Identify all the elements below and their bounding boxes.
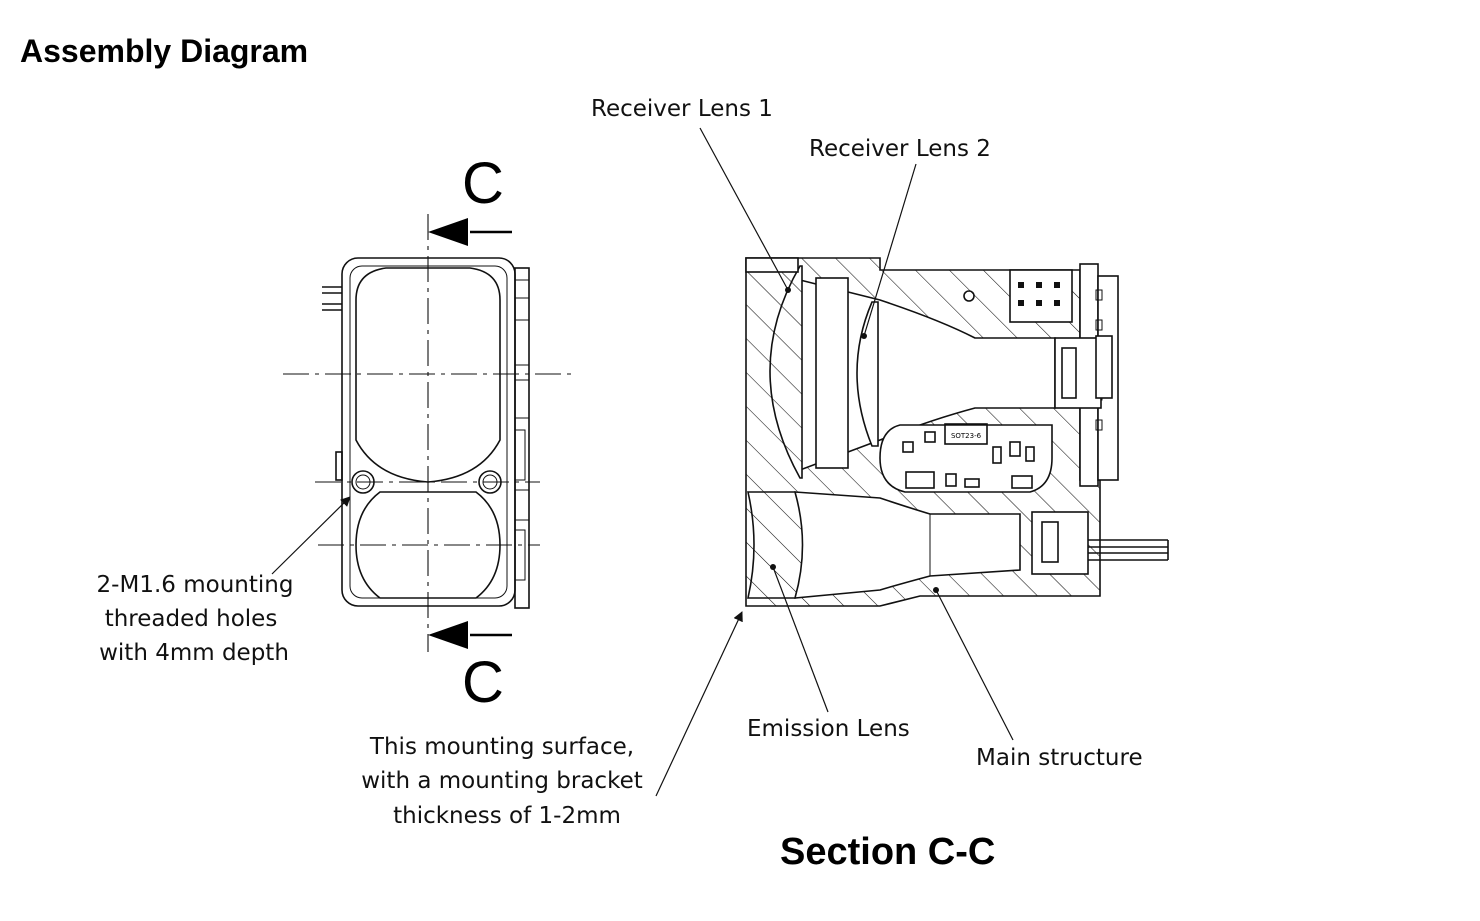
chip-marking: SOT23-6 [951,432,982,440]
leader-receiver-lens-1 [699,127,789,291]
section-view: SOT23-6 [745,257,1169,607]
rear-pcb-part [1095,419,1103,431]
emission-lens [746,491,804,599]
connector-pin [1036,300,1042,306]
leader-mounting-holes [271,496,351,575]
label-mounting-holes-line-2: threaded holes [105,606,278,632]
leader-dot [770,564,776,570]
pcb-component [514,379,530,419]
lens-1-frame [745,257,799,273]
leader-dot [861,333,867,339]
pcb-part [1009,441,1021,457]
pcb-component [514,529,526,581]
section-arrow-bottom-head [428,621,468,649]
rear-clip [1095,335,1113,399]
leader-lines [271,127,1014,797]
annotations: Receiver Lens 1 Receiver Lens 2 Emission… [97,96,1143,829]
leader-dot [785,287,791,293]
pcb-part [1025,446,1035,462]
section-marker-bottom: C [462,650,504,715]
label-mounting-surface-line-3: thickness of 1-2mm [393,803,621,829]
section-marker-top: C [462,151,504,216]
label-mounting-holes-line-3: with 4mm depth [99,640,289,666]
label-main-structure: Main structure [976,745,1143,771]
pcb-component [514,279,530,299]
pcb-pocket [879,424,1053,493]
connector-pin [1036,282,1042,288]
label-mounting-surface-line-2: with a mounting bracket [361,768,643,794]
section-arrow-top-head [428,218,468,246]
pcb-edge [514,267,530,609]
pcb-part [964,478,980,488]
connector-pin [1018,282,1024,288]
connector-pin [1018,300,1024,306]
label-emission-lens: Emission Lens [747,716,910,742]
receiver-lens-1 [769,265,803,479]
rear-connector-inner [1061,347,1077,399]
leader-emission-lens [772,566,829,713]
cable-housing [1031,511,1089,575]
leader-main-structure [935,589,1014,741]
pcb-component [514,319,530,366]
pcb-part [902,441,914,453]
rear-pcb-part [1095,319,1103,331]
connector-pin [1054,300,1060,306]
pcb-part [992,446,1002,464]
emitter-window [355,491,501,599]
emitter-cavity [794,491,1021,599]
leader-mounting-surface [655,611,743,797]
alignment-hole [963,290,975,302]
pcb-part [945,473,957,487]
rear-pcb-part [1095,289,1103,301]
pcb-component [514,489,530,521]
receiver-lens-2-holder [815,277,849,469]
label-receiver-lens-1: Receiver Lens 1 [591,96,773,122]
cable-housing-inner [1041,521,1059,563]
pcb-part [905,471,935,489]
connector-pin [1054,282,1060,288]
section-title: Section C-C [780,831,995,873]
pcb-part [924,431,936,443]
connector-block [1009,269,1073,323]
pcb-part [1011,475,1033,489]
front-view: C C [283,151,572,715]
label-receiver-lens-2: Receiver Lens 2 [809,136,991,162]
chip [944,423,988,445]
pcb-component [514,429,526,481]
leader-receiver-lens-2 [863,163,917,337]
side-tab [335,451,343,481]
label-mounting-holes-line-1: 2-M1.6 mounting [97,572,294,598]
leader-dot [933,587,939,593]
page-title: Assembly Diagram [20,33,308,69]
label-mounting-surface-line-1: This mounting surface, [369,734,634,760]
receiver-window [355,267,501,483]
